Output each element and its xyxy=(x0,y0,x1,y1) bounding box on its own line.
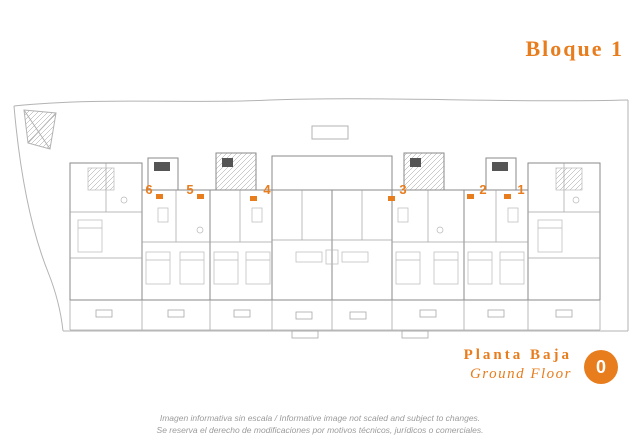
floor-number-badge: 0 xyxy=(584,350,618,384)
entrance-door-markers xyxy=(156,194,511,201)
disclaimer-line-1: Imagen informativa sin escala / Informat… xyxy=(159,412,481,423)
unit-numbers: 6 5 4 3 2 1 xyxy=(145,182,524,197)
floor-name-en: Ground Floor xyxy=(469,366,572,383)
unit-number-5: 5 xyxy=(186,182,193,197)
interior-partitions xyxy=(70,163,600,259)
block-title: Bloque 1 xyxy=(525,36,624,61)
disclaimer: Imagen informativa sin escala / Informat… xyxy=(0,412,640,438)
floor-name-es: Planta Baja xyxy=(463,347,572,363)
unit-number-4: 4 xyxy=(263,182,271,197)
furniture xyxy=(77,167,583,285)
unit-number-1: 1 xyxy=(517,182,524,197)
balconies xyxy=(69,300,601,339)
unit-number-3: 3 xyxy=(399,182,406,197)
stair-cores xyxy=(154,152,508,191)
unit-number-2: 2 xyxy=(479,182,486,197)
building-walls xyxy=(69,155,601,301)
floor-label: Planta Baja Ground Floor xyxy=(464,347,572,384)
disclaimer-line-2: Se reserva el derecho de modificaciones … xyxy=(156,425,484,436)
unit-number-6: 6 xyxy=(145,182,152,197)
site-boundary xyxy=(13,98,629,332)
